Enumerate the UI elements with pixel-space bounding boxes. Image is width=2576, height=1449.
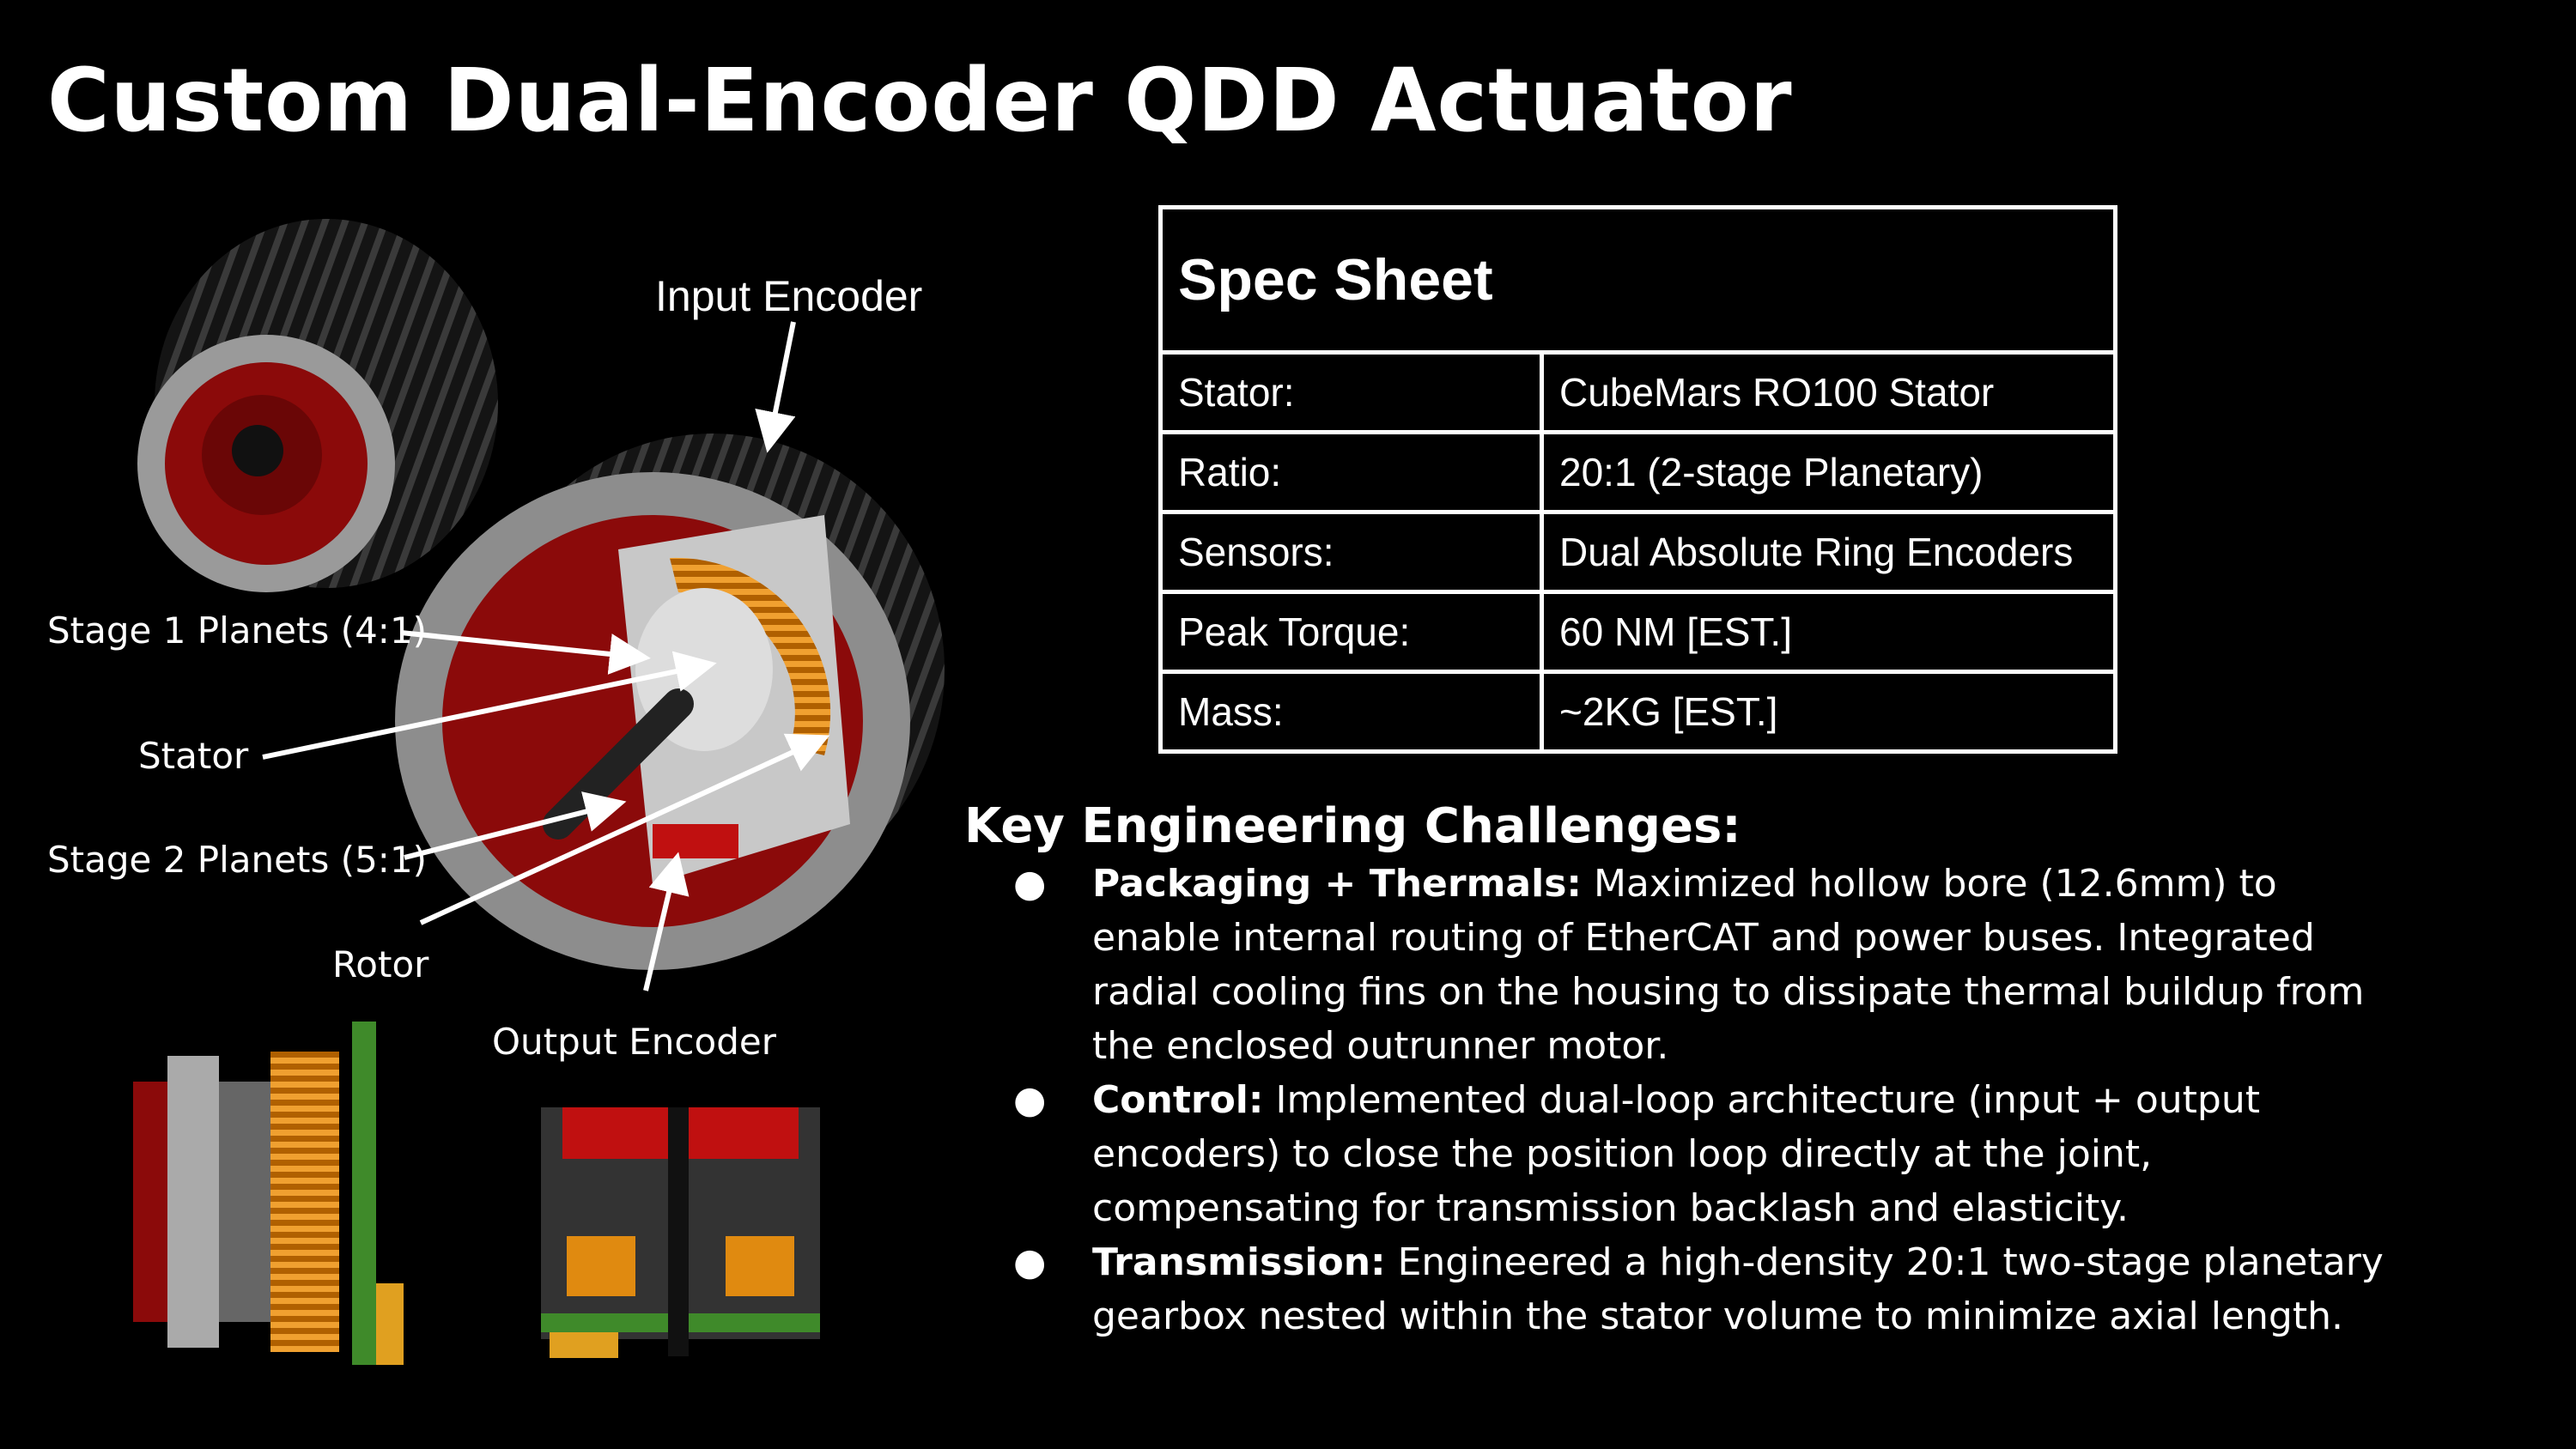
- table-row: Peak Torque:60 NM [EST.]: [1158, 590, 2117, 674]
- closed-actuator-render: [137, 219, 498, 592]
- arrow-stator: [262, 651, 717, 760]
- spec-value: 20:1 (2-stage Planetary): [1540, 430, 2117, 514]
- item-title: Transmission:: [1092, 1240, 1386, 1284]
- spec-key: Stator:: [1158, 350, 1544, 434]
- challenges-heading: Key Engineering Challenges:: [964, 798, 1741, 854]
- page-title: Custom Dual-Encoder QDD Actuator: [47, 50, 1793, 152]
- item-title: Packaging + Thermals:: [1092, 862, 1582, 906]
- list-item: ● Transmission: Engineered a high-density…: [1013, 1235, 2387, 1343]
- arrow-rotor: [419, 733, 830, 925]
- spec-key: Mass:: [1158, 670, 1544, 754]
- list-item: ● Control: Implemented dual-loop architec…: [1013, 1073, 2387, 1235]
- label-stage2-planets: Stage 2 Planets (5:1): [47, 839, 428, 881]
- arrow-stage1: [400, 630, 651, 675]
- side-section-render: [133, 1022, 404, 1365]
- spec-key: Peak Torque:: [1158, 590, 1544, 674]
- item-text: Engineered a high-density 20:1 two-stage…: [1092, 1240, 2384, 1338]
- item-text: Implemented dual-loop architecture (inpu…: [1092, 1078, 2260, 1230]
- arrow-output-encoder: [643, 852, 690, 991]
- table-row: Stator:CubeMars RO100 Stator: [1158, 350, 2117, 434]
- spec-key: Ratio:: [1158, 430, 1544, 514]
- table-row: Ratio:20:1 (2-stage Planetary): [1158, 430, 2117, 514]
- item-text: Maximized hollow bore (12.6mm) to enable…: [1092, 862, 2365, 1068]
- label-stage1-planets: Stage 1 Planets (4:1): [47, 609, 428, 652]
- spec-key: Sensors:: [1158, 510, 1544, 594]
- spec-value: ~2KG [EST.]: [1540, 670, 2117, 754]
- challenges-list: ● Packaging + Thermals: Maximized hollow …: [1013, 857, 2387, 1343]
- label-output-encoder: Output Encoder: [492, 1021, 776, 1063]
- table-row: Mass:~2KG [EST.]: [1158, 670, 2117, 754]
- label-input-encoder: Input Encoder: [655, 272, 923, 320]
- bullet-icon: ●: [1013, 1240, 1047, 1284]
- table-row: Sensors:Dual Absolute Ring Encoders: [1158, 510, 2117, 594]
- label-stator: Stator: [138, 735, 249, 777]
- arrow-input-encoder: [755, 321, 796, 453]
- arrow-stage2: [404, 791, 627, 860]
- spec-value: 60 NM [EST.]: [1540, 590, 2117, 674]
- cross-section-render: [541, 1107, 820, 1358]
- spec-sheet-table: Spec Sheet Stator:CubeMars RO100 Stator …: [1158, 205, 2117, 754]
- bullet-icon: ●: [1013, 862, 1047, 906]
- bullet-icon: ●: [1013, 1078, 1047, 1122]
- spec-value: Dual Absolute Ring Encoders: [1540, 510, 2117, 594]
- spec-value: CubeMars RO100 Stator: [1540, 350, 2117, 434]
- label-rotor: Rotor: [332, 943, 429, 985]
- item-title: Control:: [1092, 1078, 1264, 1122]
- spec-sheet-title: Spec Sheet: [1158, 205, 2117, 355]
- list-item: ● Packaging + Thermals: Maximized hollow …: [1013, 857, 2387, 1073]
